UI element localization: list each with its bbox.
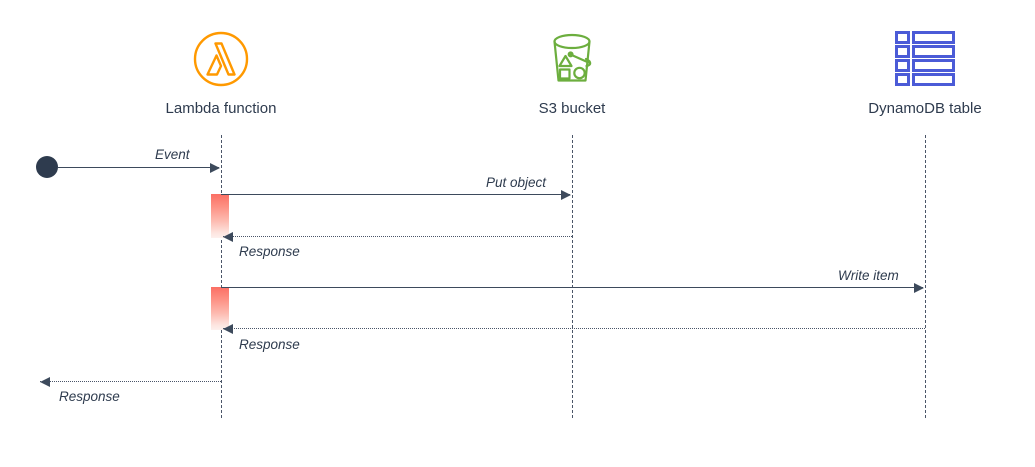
message-line-s3-response <box>223 236 572 237</box>
start-node-dot <box>36 156 58 178</box>
activation-bar-write-item <box>211 287 229 330</box>
participant-s3-bucket[interactable]: S3 bucket <box>462 26 682 117</box>
participant-label: Lambda function <box>165 100 277 117</box>
lifeline-s3 <box>572 135 573 418</box>
arrow-head-put-object <box>561 189 571 200</box>
aws-lambda-icon <box>111 26 331 92</box>
arrow-head-ddb-response <box>223 323 233 334</box>
message-line-event <box>58 167 219 168</box>
arrow-head-s3-response <box>223 231 233 242</box>
message-label-s3-response: Response <box>239 244 300 259</box>
message-line-ddb-response <box>223 328 925 329</box>
message-line-write-item <box>221 287 923 288</box>
message-line-put-object <box>221 194 570 195</box>
message-label-ddb-response: Response <box>239 337 300 352</box>
message-line-final-response <box>40 381 221 382</box>
arrow-head-event <box>210 162 220 173</box>
aws-s3-bucket-icon <box>462 26 682 92</box>
lifeline-dynamodb <box>925 135 926 418</box>
arrow-head-final-response <box>40 376 50 387</box>
participant-lambda-function[interactable]: Lambda function <box>111 26 331 117</box>
participant-dynamodb-table[interactable]: DynamoDB table <box>815 26 1035 117</box>
aws-dynamodb-table-icon <box>815 26 1035 92</box>
message-label-final-response: Response <box>59 389 120 404</box>
arrow-head-write-item <box>914 282 924 293</box>
activation-bar-put-object <box>211 194 229 238</box>
participant-label: DynamoDB table <box>868 100 982 117</box>
lifeline-lambda <box>221 135 222 418</box>
message-label-write-item: Write item <box>838 268 899 283</box>
message-label-put-object: Put object <box>486 175 547 190</box>
participant-label: S3 bucket <box>538 100 606 117</box>
message-label-event: Event <box>155 147 190 162</box>
